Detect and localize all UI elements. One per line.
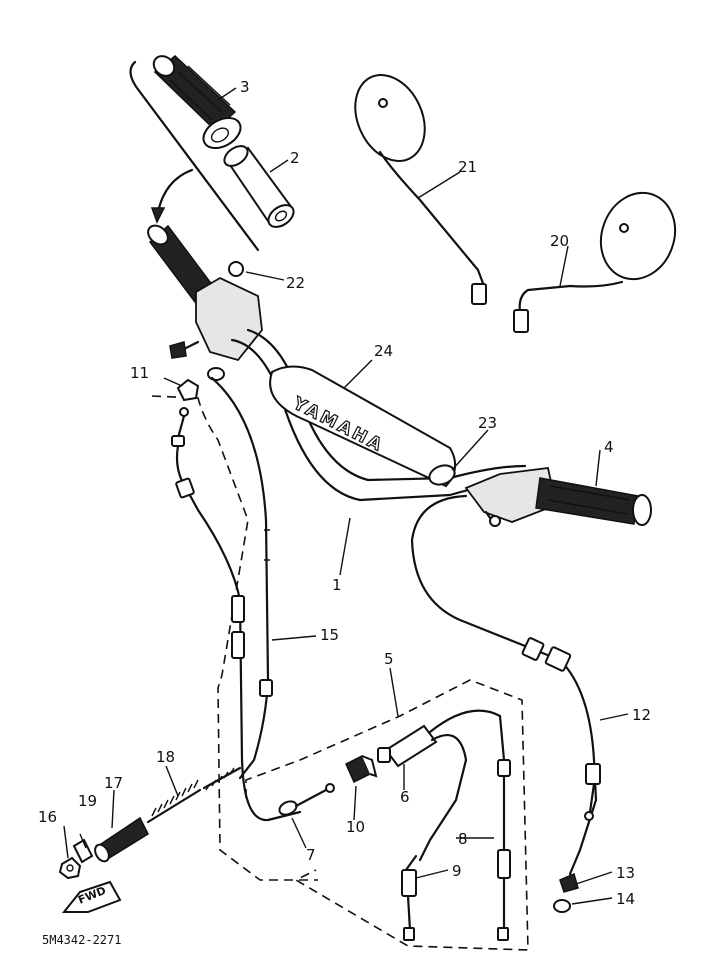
callout-18: 18	[156, 748, 175, 766]
mirror-21	[354, 74, 487, 305]
left-grip-assembly	[129, 55, 295, 252]
callout-13: 13	[616, 864, 635, 882]
nut-16	[58, 856, 82, 880]
drawing-code: 5M4342-2271	[42, 933, 121, 947]
callout-17: 17	[104, 774, 123, 792]
cap-14	[553, 899, 571, 913]
dashed-group-left	[151, 395, 318, 881]
switch-10	[345, 754, 378, 784]
callout-5: 5	[384, 650, 394, 668]
left-grip-installed	[147, 224, 263, 381]
grip-3-shape	[152, 55, 242, 150]
handlebar-pad-24: YAMAHA	[269, 365, 457, 488]
assembly-bracket-line	[129, 60, 260, 252]
callout-12: 12	[632, 706, 651, 724]
dashed-group-5	[245, 679, 529, 951]
callout-7: 7	[306, 846, 316, 864]
adjuster-17	[94, 816, 149, 863]
nut-11	[176, 378, 200, 402]
nut-13	[559, 872, 579, 893]
cable-15	[210, 376, 273, 780]
spring-18	[146, 766, 242, 824]
fwd-arrow: FWD	[61, 880, 122, 913]
nut-19	[72, 838, 94, 864]
callout-2: 2	[290, 149, 300, 167]
cable-8	[497, 774, 511, 941]
leader-lines	[63, 87, 629, 905]
cable-end-9	[401, 854, 418, 941]
callout-10: 10	[346, 818, 365, 836]
bar-end-23	[428, 464, 456, 486]
callout-14: 14	[616, 890, 635, 908]
callout-8: 8	[458, 830, 468, 848]
callout-21: 21	[458, 158, 477, 176]
callout-9: 9	[452, 862, 462, 880]
mirror-20	[513, 191, 677, 333]
right-grip-4	[464, 467, 652, 527]
callout-11: 11	[130, 364, 149, 382]
throttle-tube-2-shape	[223, 145, 295, 228]
fitting-7	[278, 783, 335, 816]
callout-numbers: 3 2 21 20 22 24 11 23 4 1 15 5 12 18 17 …	[38, 78, 651, 908]
callout-15: 15	[320, 626, 339, 644]
callout-4: 4	[604, 438, 614, 456]
cable-left-throttle	[171, 407, 302, 822]
callout-23: 23	[478, 414, 497, 432]
callout-6: 6	[400, 788, 410, 806]
callout-1: 1	[332, 576, 342, 594]
callout-3: 3	[240, 78, 250, 96]
cable-assembly-6	[377, 709, 511, 862]
assembly-arrow	[156, 168, 194, 214]
callout-16: 16	[38, 808, 57, 826]
callout-20: 20	[550, 232, 569, 250]
cable-12	[410, 494, 601, 876]
callout-19: 19	[78, 792, 97, 810]
callout-22: 22	[286, 274, 305, 292]
callout-24: 24	[374, 342, 393, 360]
